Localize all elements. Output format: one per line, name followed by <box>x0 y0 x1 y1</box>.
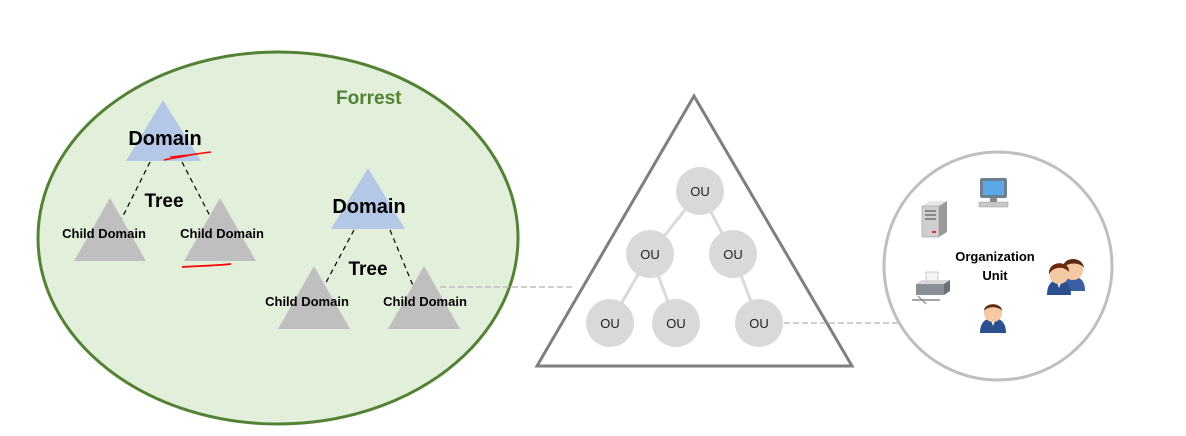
server-icon <box>921 201 947 238</box>
child-domain-label: Child Domain <box>180 226 264 241</box>
ou-node <box>676 167 724 215</box>
ou-node-label: OU <box>690 184 710 199</box>
ou-node <box>709 230 757 278</box>
domain-label: Domain <box>332 196 405 218</box>
ou-node-label: OU <box>666 316 686 331</box>
child-domain-label: Child Domain <box>383 294 467 309</box>
organization-unit-label: Organization <box>955 249 1035 264</box>
organization-unit-label: Unit <box>982 268 1008 283</box>
users-icon <box>1047 259 1085 295</box>
child-domain-triangle <box>388 266 460 329</box>
child-domain-triangle <box>278 266 350 329</box>
ou-node <box>626 230 674 278</box>
organization-unit: Organization Unit <box>882 150 1114 382</box>
tree-label: Tree <box>144 191 183 212</box>
domain-triangle <box>126 100 201 161</box>
tree-branch-left <box>321 229 355 291</box>
user-icon <box>980 304 1006 333</box>
ou-hierarchy: OU OU OU OU OU OU <box>534 93 855 368</box>
child-domain-label: Child Domain <box>265 294 349 309</box>
tree-left: Domain Tree Child Domain Child Domain <box>62 100 264 268</box>
forest-label: Forrest <box>336 88 402 109</box>
tree-branch-left <box>119 161 151 223</box>
child-domain-triangle <box>74 198 146 261</box>
child-domain-triangle <box>184 198 256 261</box>
monitor-icon <box>978 178 1009 208</box>
tree-branch-right <box>389 229 415 289</box>
child-domain-label: Child Domain <box>62 226 146 241</box>
red-underline-annotation <box>181 263 232 268</box>
red-underline-annotation <box>169 153 199 158</box>
tree-right: Domain Tree Child Domain Child Domain <box>265 168 467 329</box>
ou-container-triangle <box>534 93 855 368</box>
ou-node <box>735 299 783 347</box>
ou-node <box>652 299 700 347</box>
ou-node-label: OU <box>723 247 743 262</box>
tree-label: Tree <box>348 259 387 280</box>
ou-node-label: OU <box>749 316 769 331</box>
domain-triangle <box>331 168 405 229</box>
ou-node <box>586 299 634 347</box>
ou-node-label: OU <box>600 316 620 331</box>
ou-node-label: OU <box>640 247 660 262</box>
tree-branch-right <box>181 161 211 217</box>
domain-label: Domain <box>128 128 201 150</box>
printer-icon <box>912 271 950 305</box>
